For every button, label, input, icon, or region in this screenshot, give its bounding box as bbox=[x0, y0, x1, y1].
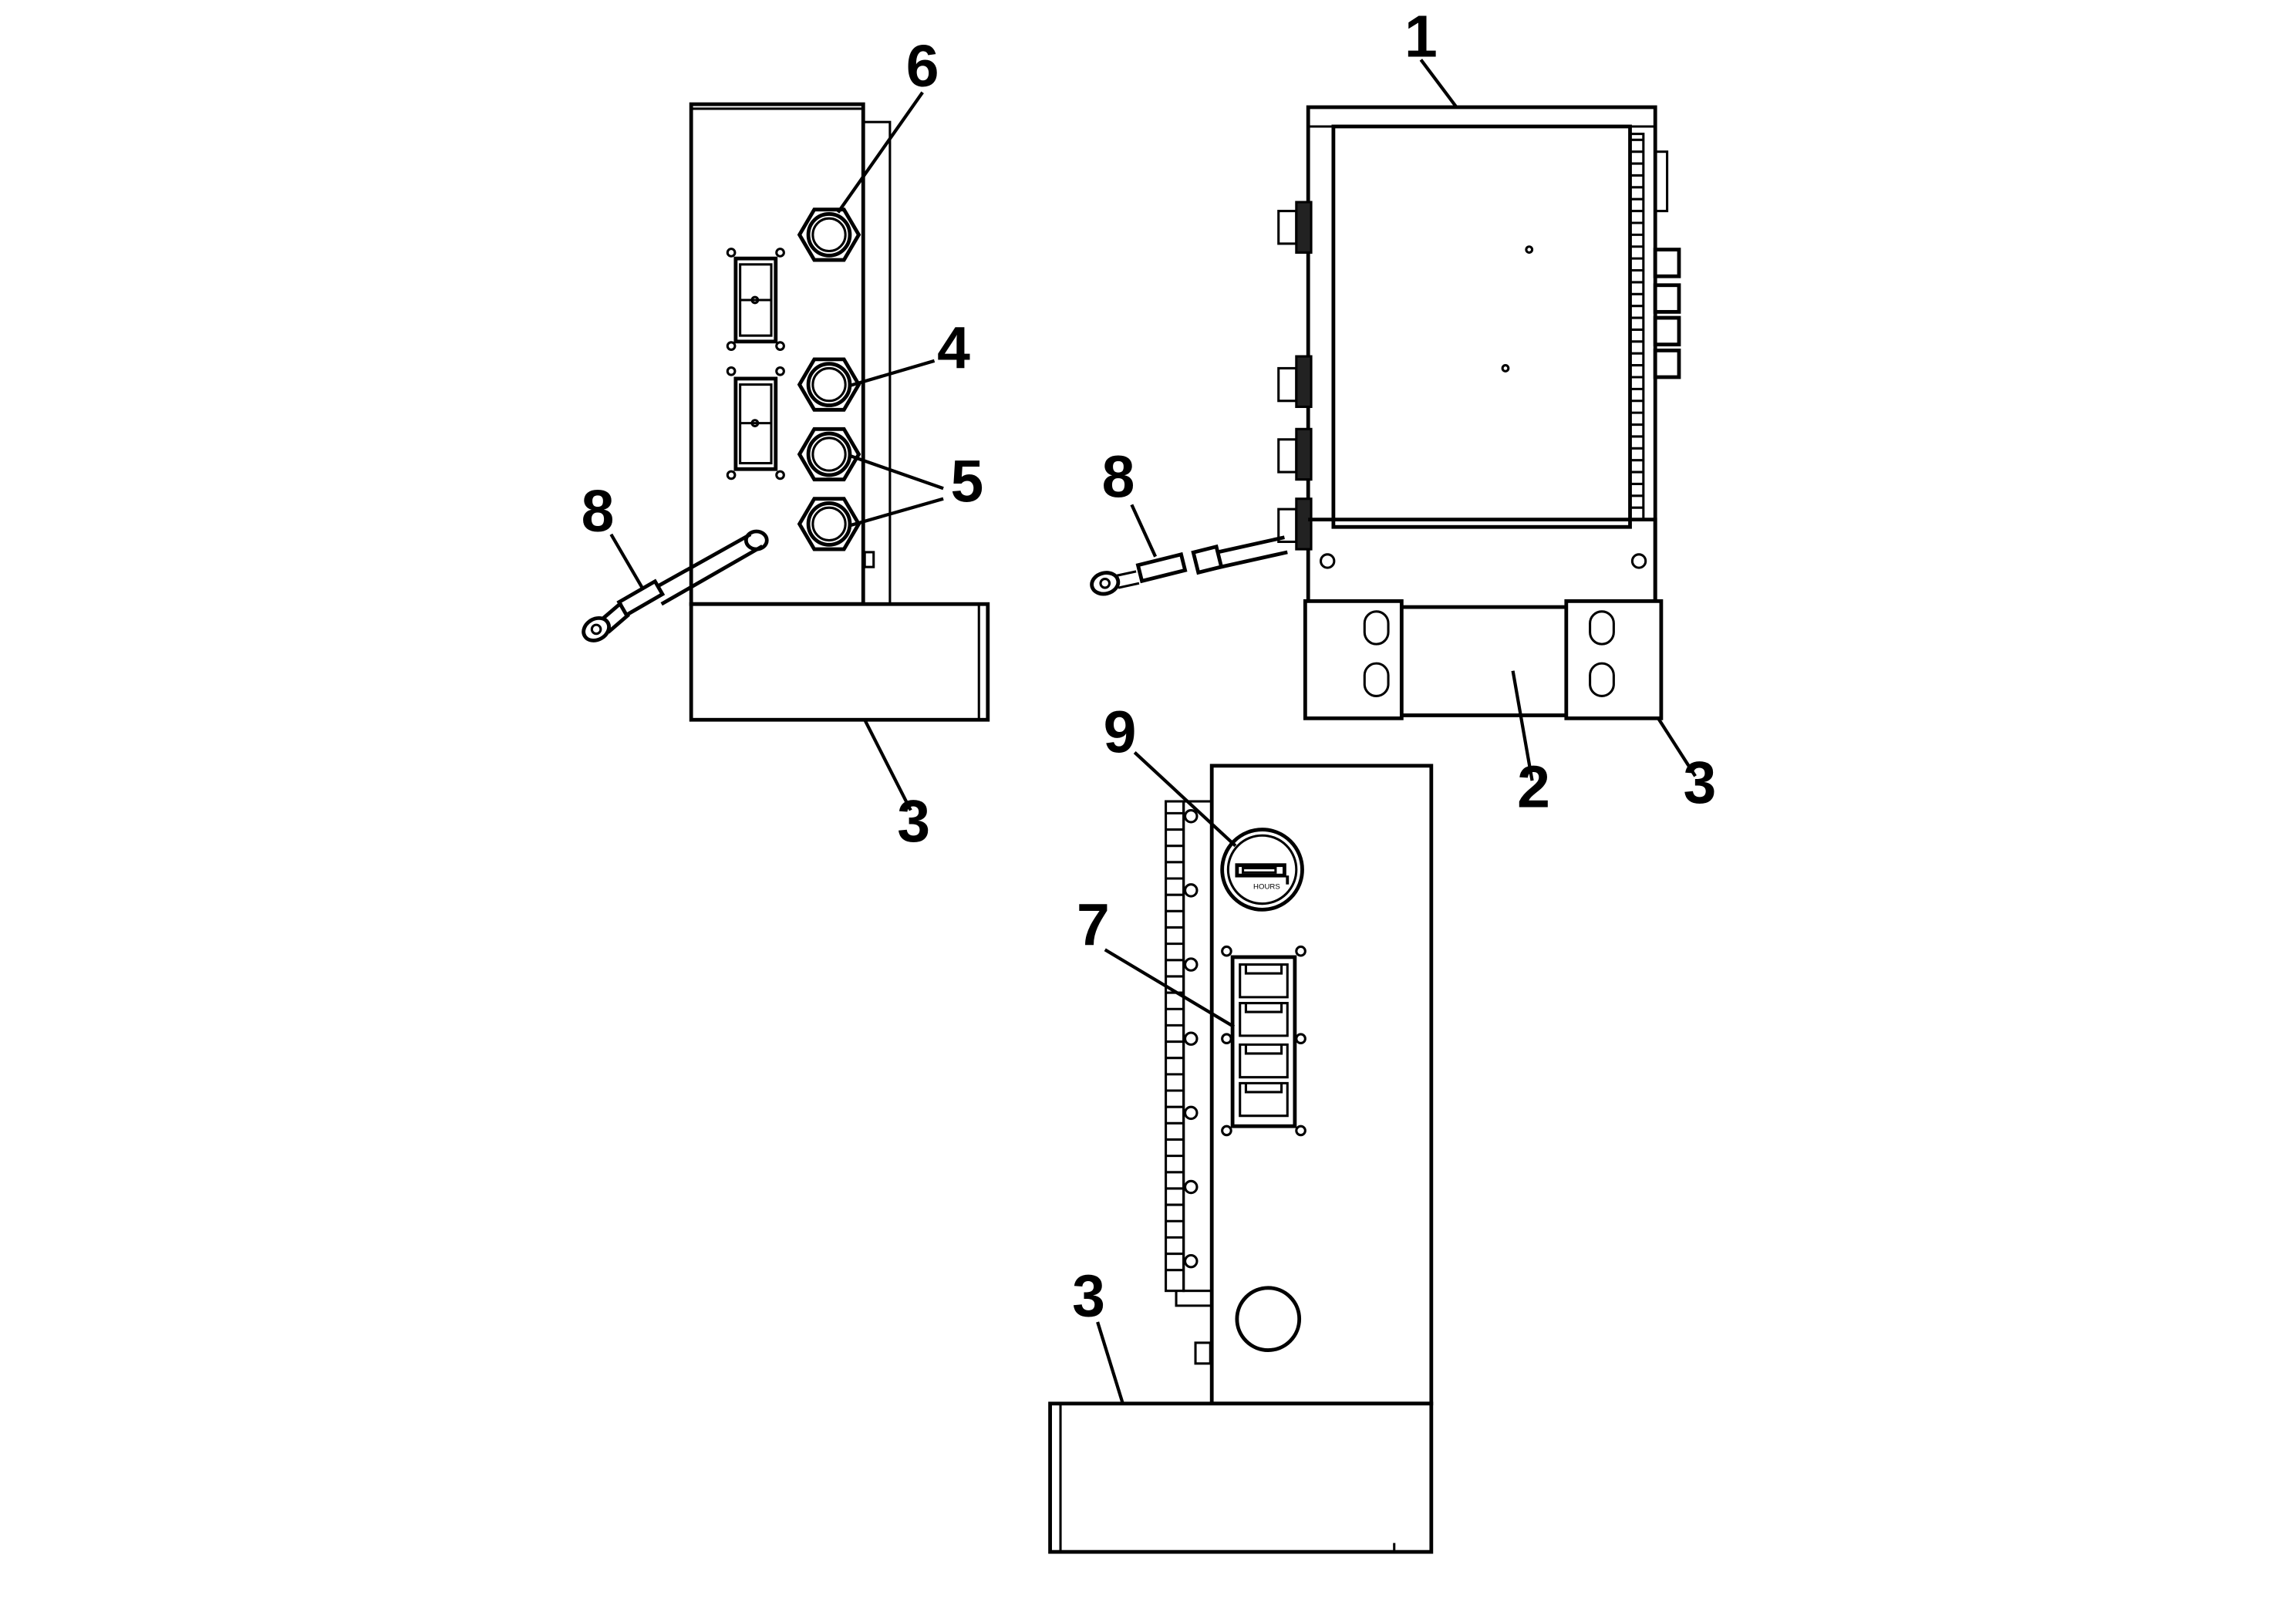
rocker-switch-upper bbox=[726, 248, 785, 351]
bolt bbox=[1184, 957, 1199, 972]
mounting-bracket-side bbox=[689, 602, 990, 722]
circuit-breaker-panel bbox=[1221, 945, 1306, 1137]
breaker-2 bbox=[1239, 1002, 1289, 1037]
hinge-ticks-side bbox=[1165, 811, 1184, 1272]
callout-8-front: 8 bbox=[1102, 444, 1135, 511]
side-grip-2 bbox=[1277, 355, 1313, 408]
callout-numbers: 1 2 3 3 3 4 5 6 7 8 8 9 bbox=[582, 4, 1717, 1330]
cord-grip-4 bbox=[797, 357, 861, 412]
callout-9: 9 bbox=[1104, 700, 1137, 766]
callout-3-front: 3 bbox=[1684, 750, 1717, 816]
enclosure-side-body-2 bbox=[1209, 764, 1434, 1406]
hour-meter: HOURS bbox=[1220, 828, 1304, 912]
bolt bbox=[1184, 1253, 1199, 1269]
callout-3-left: 3 bbox=[897, 788, 930, 855]
side-grip-4 bbox=[1277, 497, 1313, 551]
opposite-side-view: HOURS bbox=[1048, 764, 1434, 1554]
callout-3-bottom: 3 bbox=[1072, 1263, 1105, 1329]
side-grip-1 bbox=[1277, 201, 1313, 254]
mounting-bracket-side-2 bbox=[1048, 1401, 1434, 1554]
callout-6: 6 bbox=[906, 33, 939, 99]
ground-cable-front bbox=[1090, 535, 1288, 596]
left-side-view bbox=[582, 102, 990, 722]
hour-meter-label: HOURS bbox=[1253, 882, 1280, 891]
knockout-hole bbox=[1235, 1286, 1302, 1352]
callout-5: 5 bbox=[950, 449, 983, 515]
hinge-ticks bbox=[1630, 138, 1644, 509]
side-bolts bbox=[1184, 808, 1199, 1269]
callout-2: 2 bbox=[1517, 754, 1550, 821]
bolt bbox=[1184, 1179, 1199, 1195]
callout-4: 4 bbox=[937, 315, 970, 381]
enclosure-cover bbox=[1331, 124, 1632, 529]
breaker-1 bbox=[1239, 963, 1289, 999]
breaker-4 bbox=[1239, 1081, 1289, 1118]
bolt bbox=[1184, 808, 1199, 824]
rocker-switch-lower bbox=[726, 366, 785, 481]
bolt bbox=[1184, 1031, 1199, 1046]
cord-grip-5-upper bbox=[797, 427, 861, 482]
callout-8-left: 8 bbox=[582, 478, 615, 545]
callout-7: 7 bbox=[1077, 892, 1110, 959]
front-view bbox=[1090, 105, 1681, 720]
ground-cable-left bbox=[582, 529, 769, 642]
bolt bbox=[1184, 883, 1199, 898]
mounting-bracket-front bbox=[1303, 599, 1664, 720]
callout-1: 1 bbox=[1404, 4, 1438, 70]
side-grip-3 bbox=[1277, 427, 1313, 481]
breaker-3 bbox=[1239, 1043, 1289, 1079]
leader-lines bbox=[609, 59, 1697, 1404]
bolt bbox=[1184, 1105, 1199, 1121]
cord-grip-5-lower bbox=[797, 497, 861, 551]
cord-grip-6 bbox=[797, 207, 861, 262]
